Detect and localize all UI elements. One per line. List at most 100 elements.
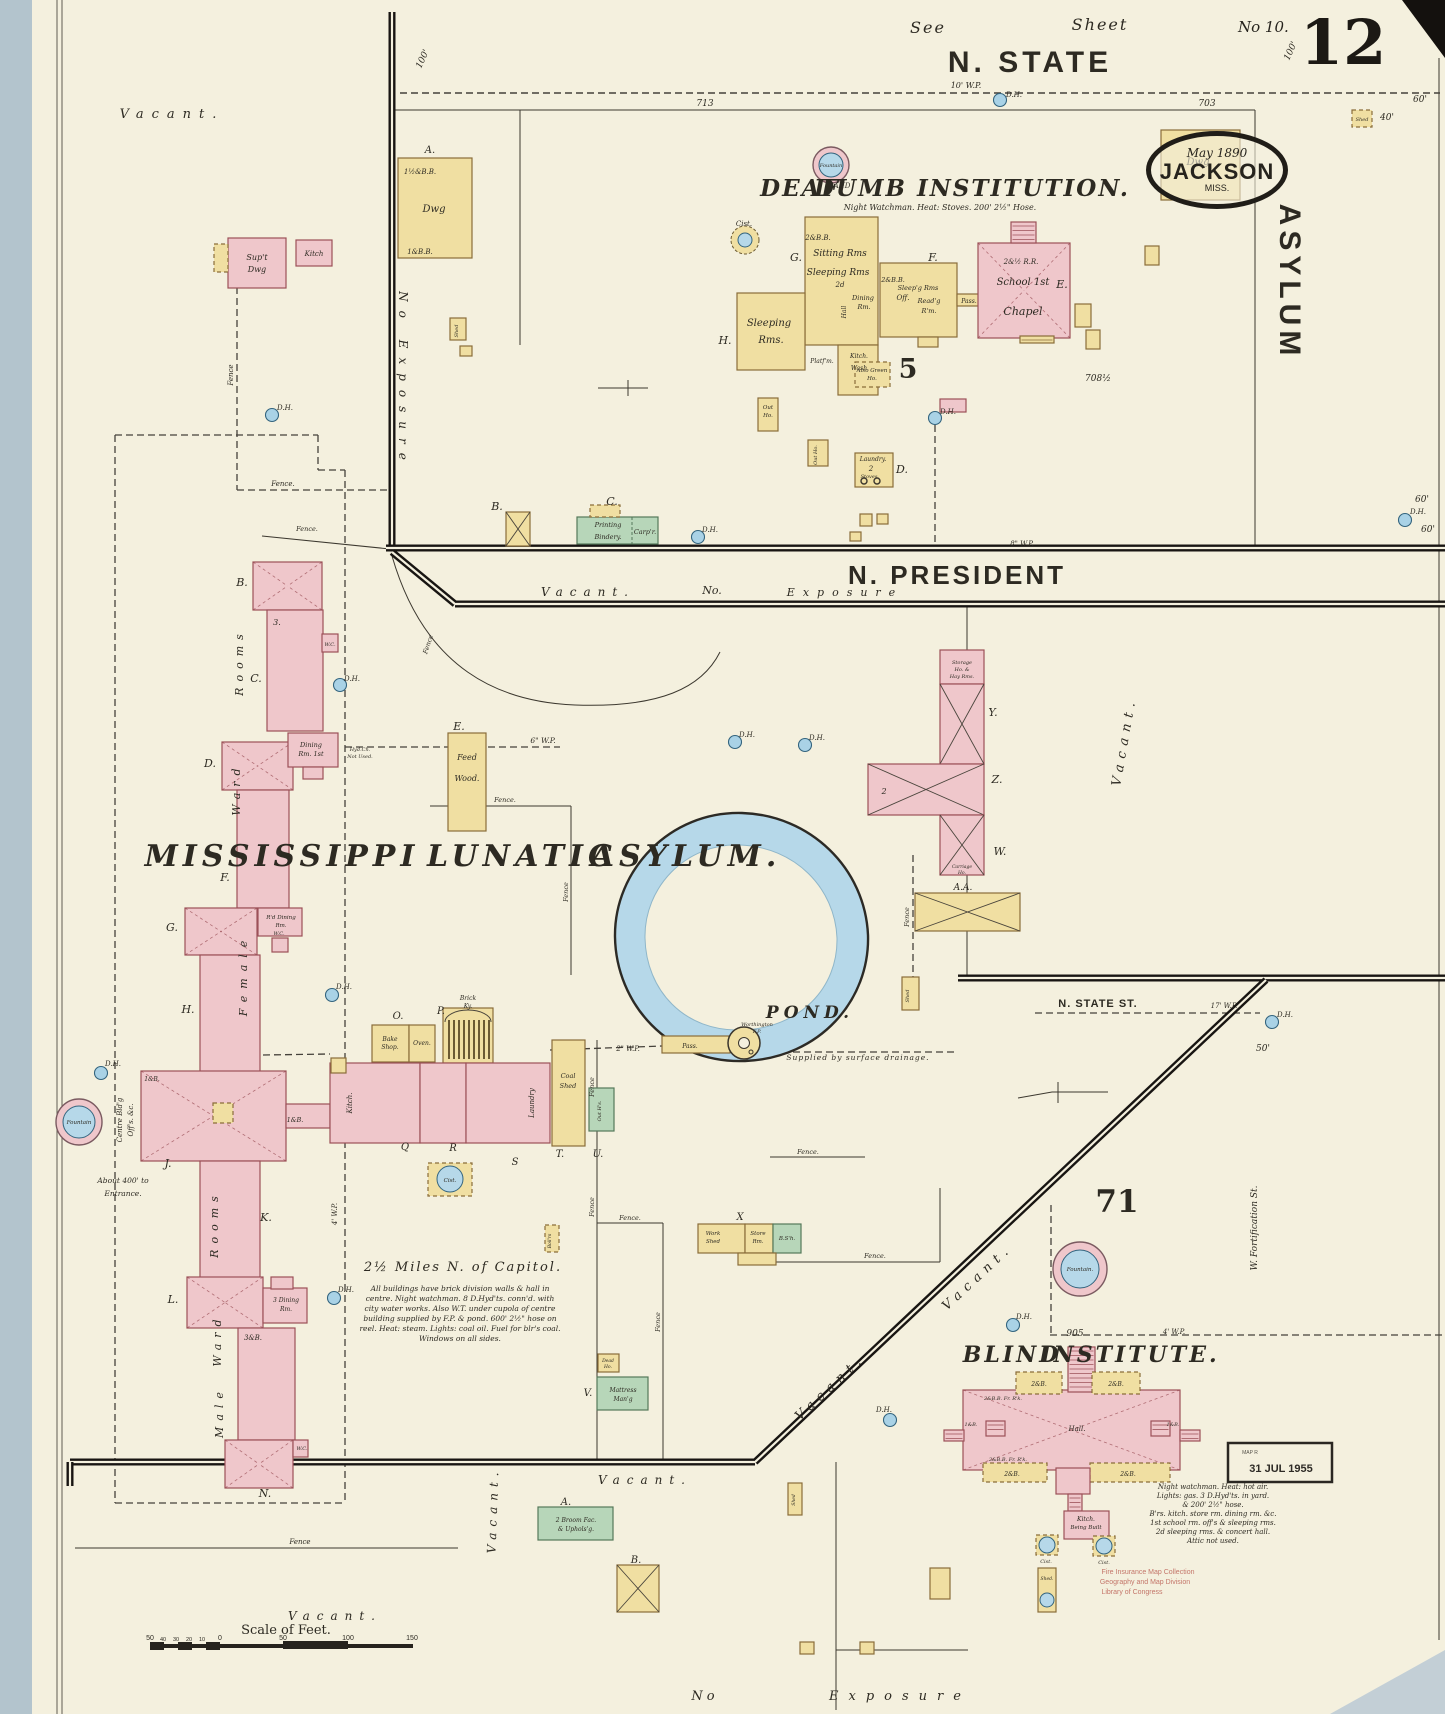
label-50: 50 — [279, 1635, 287, 1642]
label-150: 150 — [406, 1635, 418, 1642]
label-x: X — [735, 1212, 744, 1223]
worthington-pump-valve — [748, 1049, 754, 1055]
label-fence: Fence. — [270, 480, 294, 488]
wp2-line-a — [262, 1053, 331, 1056]
label-905: 905 — [1066, 1329, 1083, 1339]
blind-wing-west — [1015, 1371, 1063, 1395]
label-lunatic: LUNATIC — [426, 839, 617, 874]
path-fork — [1017, 1091, 1108, 1099]
label-female: Female — [237, 934, 250, 1018]
label-cist: Cist. — [1098, 1560, 1110, 1566]
label-f: F. — [927, 251, 937, 264]
label-fountain: Fountain — [66, 1120, 92, 1126]
label-feed: Feed — [456, 753, 477, 762]
cistern-service — [436, 1165, 464, 1193]
label-a: A. — [560, 1497, 571, 1508]
asylum-block-d-hip-1 — [257, 741, 294, 767]
label-hall: Hall. — [1068, 1425, 1086, 1433]
label-d-h: D.H. — [335, 983, 352, 991]
label-30: 30 — [173, 1637, 179, 1643]
label-carriage: Carriage — [952, 864, 972, 870]
label-8-w-p: 8" W.P. — [1010, 540, 1034, 548]
service-laundry-s — [465, 1062, 551, 1144]
label-z: Z. — [991, 773, 1003, 786]
hydrant-13 — [690, 529, 706, 545]
label-all-buildings-have-brick-div: All buildings have brick division walls … — [370, 1284, 550, 1293]
label-d-h: D.H. — [343, 675, 360, 683]
label-fence: Fence. — [796, 1148, 819, 1156]
asylum-centre-bldg-hip-0 — [140, 1070, 214, 1117]
label-store: Store — [750, 1231, 766, 1237]
label-g: G. — [790, 251, 802, 264]
label-b: B. — [490, 500, 503, 513]
hydrant-14 — [332, 677, 348, 693]
label-windows-on-all-sides: Windows on all sides. — [419, 1334, 501, 1343]
label-brick: Brick — [459, 995, 477, 1002]
label-mississippi: MISSISSIPPI — [144, 839, 420, 874]
label-ho: Ho. & — [954, 667, 970, 673]
label-fire-insurance-map-collectio: Fire Insurance Map Collection — [1102, 1569, 1195, 1576]
label-fountain: Fountain — [819, 163, 842, 169]
asylum-block-b-hip-2 — [252, 585, 288, 611]
label-building-supplied-by-f-p-pon: building supplied by F.P. & pond. 600' 2… — [363, 1314, 556, 1323]
barn-aa-brace-2 — [914, 892, 1021, 932]
label-b: B. — [235, 576, 248, 589]
label-u: U. — [593, 1149, 604, 1160]
broom-factory — [537, 1506, 614, 1541]
label-fence: Fence. — [618, 1214, 641, 1222]
label-a: A. — [424, 145, 435, 156]
label-2d: 2d — [835, 281, 845, 289]
label-2-b: 2&B. — [1119, 1471, 1136, 1478]
worthington-pump-hub — [738, 1037, 750, 1049]
school-chapel-e-hip-0 — [977, 242, 1025, 291]
label-b: B. — [630, 1555, 642, 1566]
label-shed: Shed — [791, 1494, 797, 1506]
label-2-miles-n-of-capitol: 2½ Miles N. of Capitol. — [363, 1260, 562, 1275]
label-20: 20 — [186, 1637, 192, 1643]
label-shed: Shed — [1356, 117, 1369, 123]
cistern-blind-e — [1095, 1537, 1113, 1555]
blind-band-west — [982, 1462, 1048, 1483]
label-d-h: D.H. — [1015, 1313, 1032, 1321]
asylum-block-n-hip-2 — [224, 1463, 260, 1489]
supt-dwelling — [227, 237, 287, 289]
label-o: O. — [393, 1011, 404, 1022]
label-71: 71 — [1095, 1184, 1138, 1220]
shed-450 — [449, 317, 467, 341]
label-sleeping: Sleeping — [747, 318, 791, 329]
label-w-c: W.C. — [296, 1446, 308, 1452]
label-laundry: Laundry — [528, 1087, 536, 1119]
label-d-h: D.H. — [1005, 91, 1022, 99]
shed-1075 — [1074, 303, 1092, 328]
label-work: Work — [706, 1231, 721, 1237]
asylum-wing-h — [199, 954, 261, 1074]
asylum-l-stub — [270, 1276, 294, 1290]
label-ho: Ho. — [603, 1364, 613, 1370]
asylum-block-g-hip-1 — [220, 907, 258, 932]
label-6-w-p: 6" W.P. — [530, 736, 555, 745]
shed-860b — [859, 1641, 875, 1655]
service-r — [419, 1062, 467, 1144]
dd-f-stub — [917, 336, 939, 348]
label-storage: Storage — [952, 660, 972, 666]
label-4-w-p: 4' W.P. — [331, 1203, 339, 1226]
hydrant-23 — [882, 1412, 898, 1428]
label-cist: Cist. — [1040, 1559, 1052, 1565]
label-pond: POND. — [765, 1003, 854, 1023]
asylum-block-d-hip-3 — [257, 765, 294, 791]
label-man-g: Man'g — [612, 1396, 632, 1403]
label-703: 703 — [1198, 99, 1215, 109]
dwelling-west — [397, 157, 473, 259]
label-ho: Ho. — [866, 376, 877, 382]
shed-460 — [459, 345, 473, 357]
barn-b2-brace-2 — [616, 1564, 660, 1613]
asylum-cupola — [212, 1102, 234, 1124]
label-exposure: Exposure — [786, 586, 903, 599]
label-p: P. — [436, 1006, 445, 1017]
label-y: Y. — [988, 706, 997, 719]
label-fence: Fence — [288, 1538, 310, 1546]
asylum-block-l-hip-3 — [224, 1302, 264, 1329]
blind-wing-east — [1091, 1371, 1141, 1395]
label-2-b-b: 2&B.B. — [804, 234, 830, 242]
label-night-watchman-heat-hot-air: Night watchman. Heat: hot air. — [1157, 1483, 1268, 1491]
